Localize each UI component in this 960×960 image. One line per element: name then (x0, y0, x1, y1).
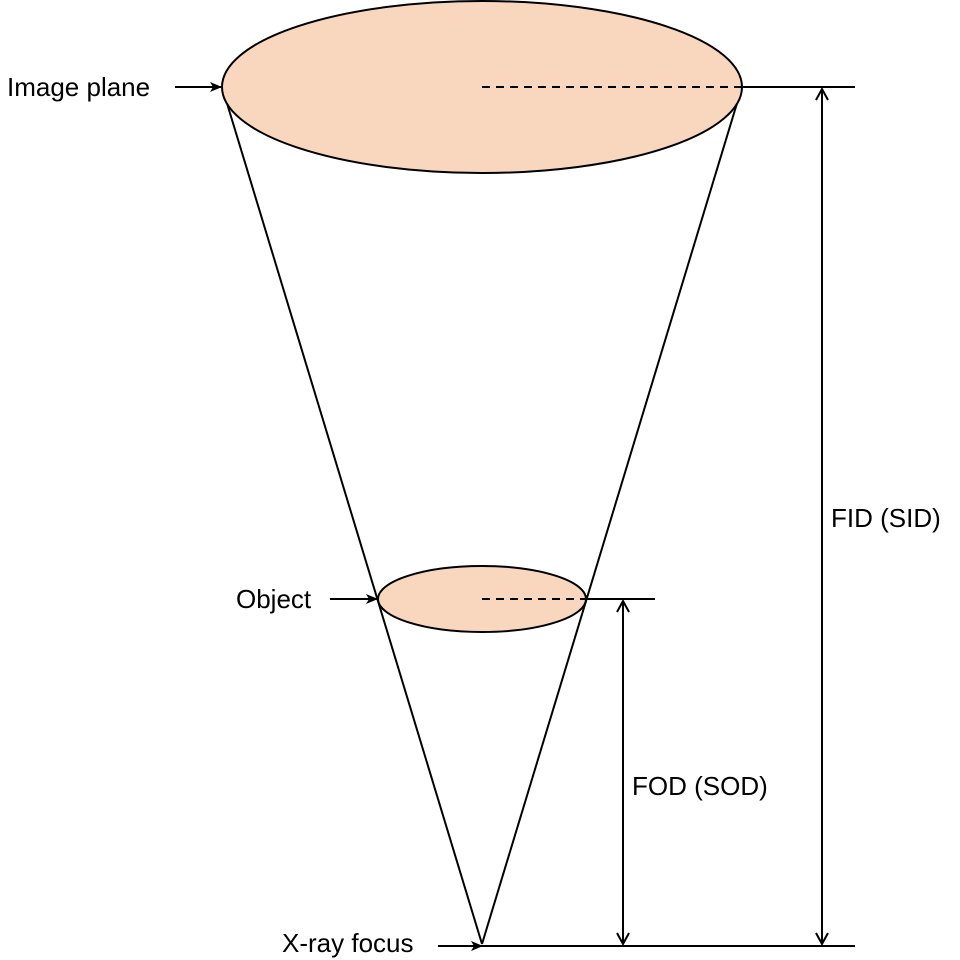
fid-label: FID (SID) (831, 503, 941, 533)
fod-label: FOD (SOD) (632, 771, 768, 801)
image-plane-label: Image plane (7, 72, 150, 102)
object-label: Object (236, 584, 312, 614)
xray-focus-label: X-ray focus (282, 928, 414, 958)
cone-outline (225, 99, 739, 945)
